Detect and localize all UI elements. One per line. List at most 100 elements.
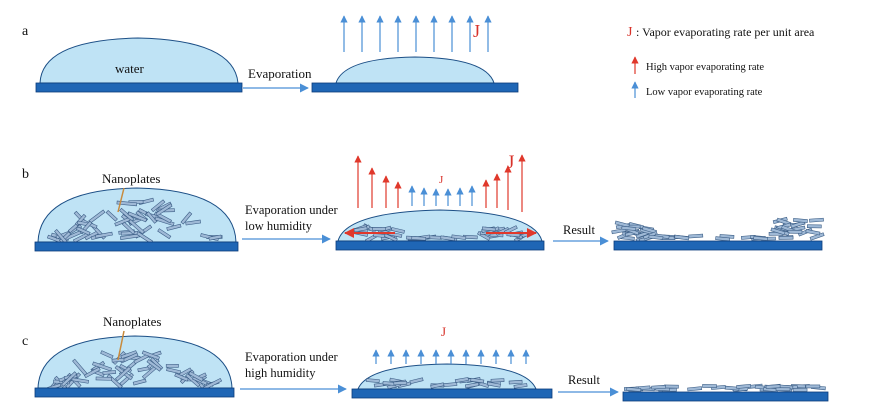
legend-j-description: : Vapor evaporating rate per unit area	[636, 25, 815, 39]
nanoplate	[451, 234, 467, 240]
nanoplate	[688, 233, 704, 239]
nanoplate	[787, 229, 803, 234]
nanoplate	[185, 219, 201, 226]
nanoplate	[770, 227, 786, 236]
nanoplate	[674, 234, 690, 241]
panel-c-callout-pointer	[117, 330, 125, 361]
panel-c-process-line1: Evaporation under	[245, 350, 339, 364]
panel-c-letter: c	[22, 334, 28, 349]
nanoplate	[736, 383, 752, 389]
legend-high-label: High vapor evaporating rate	[646, 62, 764, 73]
nanoplate	[430, 382, 445, 389]
nanoplate	[805, 384, 821, 389]
nanoplate	[102, 370, 117, 375]
nanoplate	[83, 366, 101, 379]
nanoplate	[166, 367, 182, 375]
nanoplate	[95, 231, 113, 239]
panel-c-substrate-left	[34, 387, 235, 398]
nanoplate	[208, 234, 222, 241]
nanoplate	[119, 207, 135, 222]
nanoplate	[121, 221, 136, 235]
nanoplate	[809, 217, 824, 223]
panel-b: b Nanoplates Evaporation under low humid…	[22, 152, 825, 252]
panel-c-drop-plates	[365, 376, 528, 390]
nanoplate	[715, 236, 731, 242]
nanoplate	[365, 378, 380, 383]
nanoplate	[806, 224, 822, 229]
panel-a-letter: a	[22, 24, 29, 39]
panel-b-substrate-left	[34, 241, 239, 252]
nanoplate	[411, 236, 427, 241]
nanoplate	[805, 229, 821, 236]
nanoplate	[753, 236, 769, 241]
panel-c-flux-symbol: J	[441, 324, 446, 339]
nanoplate	[72, 358, 88, 376]
nanoplate	[621, 225, 637, 231]
panel-b-process-line1: Evaporation under	[245, 203, 339, 217]
nanoplate	[383, 233, 398, 243]
panel-c-nanoplates	[45, 350, 223, 395]
nanoplate	[464, 382, 479, 389]
panel-b-vapor-arrows	[354, 154, 526, 212]
nanoplate	[792, 218, 808, 223]
panel-c-uniform-deposit	[623, 383, 826, 393]
nanoplate	[114, 366, 132, 382]
nanoplate	[100, 350, 114, 359]
panel-a-thin-drop	[335, 56, 495, 84]
nanoplate	[454, 377, 469, 383]
nanoplate	[390, 227, 405, 234]
nanoplate	[765, 384, 781, 389]
nanoplate	[702, 384, 717, 388]
nanoplate	[481, 226, 496, 232]
panel-a-process-label: Evaporation	[248, 66, 312, 81]
nanoplate	[150, 199, 166, 213]
nanoplate	[157, 228, 172, 240]
panel-a-substrate-right	[311, 82, 519, 93]
nanoplate	[664, 384, 679, 389]
nanoplate	[490, 378, 505, 383]
nanoplate	[92, 361, 113, 372]
panel-b-nanoplates	[46, 197, 223, 245]
panel-a-water-drop	[39, 37, 239, 84]
nanoplate	[508, 379, 523, 385]
panel-b-callout: Nanoplates	[102, 171, 160, 186]
nanoplate	[180, 211, 193, 225]
nanoplate	[614, 220, 630, 228]
nanoplate	[119, 352, 139, 364]
nanoplate	[105, 210, 118, 222]
nanoplate	[372, 227, 386, 231]
nanoplate	[778, 235, 794, 240]
nanoplate	[137, 366, 152, 373]
legend-low-label: Low vapor evaporating rate	[646, 87, 763, 98]
panel-c-substrate-middle	[351, 388, 553, 399]
panel-a-vapor-arrows	[340, 15, 492, 52]
nanoplate	[486, 381, 501, 388]
nanoplate	[165, 364, 179, 368]
nanoplate	[71, 377, 89, 384]
panel-c-vapor-arrows	[372, 349, 530, 364]
panel-c-process-line2: high humidity	[245, 366, 316, 380]
panel-b-process-line2: low humidity	[245, 219, 313, 233]
panel-c: c Nanoplates Evaporation under high humi…	[22, 314, 829, 402]
nanoplate	[116, 200, 138, 207]
nanoplate	[513, 383, 528, 389]
nanoplate	[128, 219, 145, 235]
nanoplate	[155, 203, 173, 217]
panel-b-flux-symbol-small: J	[439, 174, 444, 186]
panel-b-result-label: Result	[563, 223, 595, 237]
nanoplate	[353, 226, 368, 233]
nanoplate	[470, 377, 485, 384]
panel-a: a water Evaporation J	[22, 15, 519, 93]
panel-b-flux-symbol-large: J	[507, 152, 514, 173]
panel-b-callout-pointer	[117, 187, 125, 213]
nanoplate	[166, 223, 182, 231]
nanoplate	[188, 371, 204, 382]
nanoplate	[775, 387, 791, 392]
panel-a-flux-symbol: J	[473, 21, 480, 41]
panel-b-substrate-middle	[335, 240, 545, 251]
panel-b-coffee-ring-deposit	[611, 216, 825, 243]
nanoplate	[75, 226, 91, 236]
nanoplate	[127, 211, 148, 223]
panel-c-callout: Nanoplates	[103, 314, 161, 329]
